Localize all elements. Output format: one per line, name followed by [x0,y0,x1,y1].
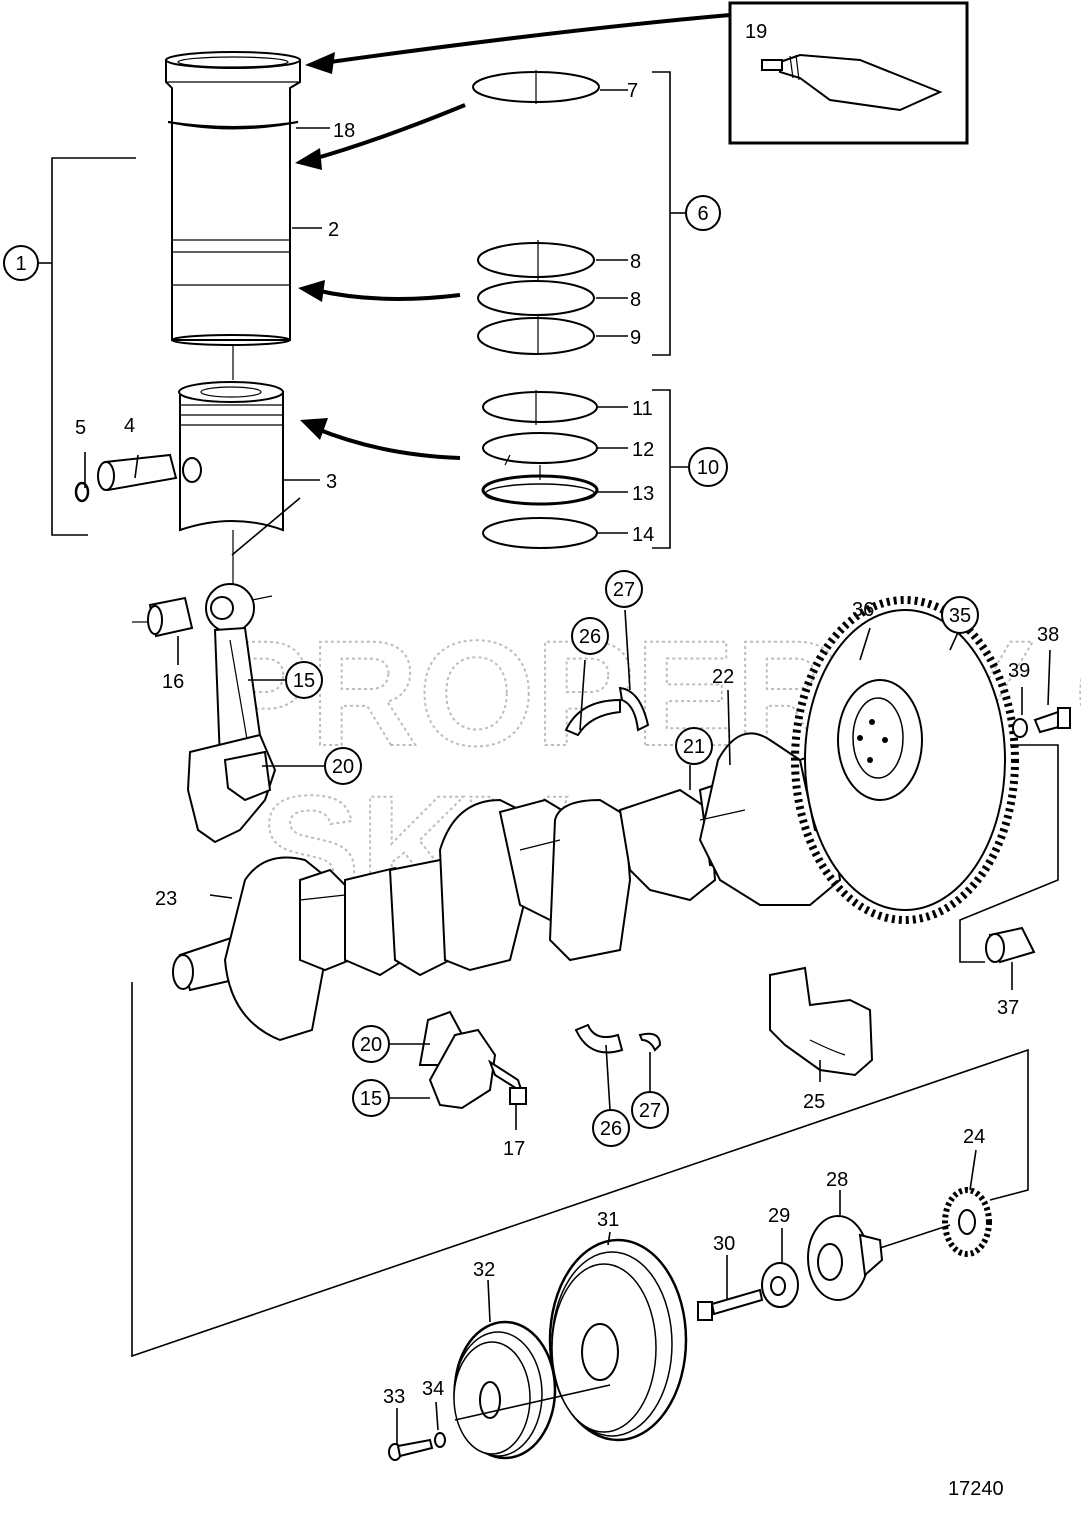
flywheel [791,596,1019,924]
circled-labels: 1 6 10 15 20 26 27 21 35 20 15 26 27 [3,195,979,1147]
bracket-1 [38,157,136,536]
callout-26a: 26 [579,626,601,648]
main-pulley [548,1238,688,1442]
label-36: 36 [852,599,874,621]
label-9: 9 [630,327,641,349]
spacer-ring [761,1262,799,1308]
callout-1: 1 [15,253,26,275]
bracket-10 [652,389,688,549]
bracket-37 [959,744,1059,963]
label-30: 30 [713,1233,735,1255]
rod-cap-bottom [418,1010,527,1110]
callout-35: 35 [949,605,971,627]
pilot-bushing [985,926,1036,964]
main-bearing-cap [769,966,874,1077]
callout-10: 10 [697,457,719,479]
shaft-line [879,1224,951,1249]
label-33: 33 [383,1386,405,1408]
bracket-front-end [131,982,1029,1358]
sealant-tube-inset [728,1,969,145]
label-17: 17 [503,1138,525,1160]
label-8b: 8 [630,289,641,311]
timing-gear [942,1187,992,1257]
label-24: 24 [963,1126,985,1148]
label-4: 4 [124,415,135,437]
label-31: 31 [597,1209,619,1231]
label-23: 23 [155,888,177,910]
oil-rings [481,390,599,549]
callout-20a: 20 [332,756,354,778]
vibration-damper-hub [807,1215,884,1301]
compression-rings [472,70,600,355]
label-37: 37 [997,997,1019,1019]
callout-6: 6 [697,203,708,225]
callout-15a: 15 [293,670,315,692]
label-11: 11 [632,398,653,420]
label-5: 5 [75,417,86,439]
pulley-bolt-front [388,1432,446,1461]
main-bearing-shells-bottom [574,1023,662,1054]
connecting-rod [132,583,277,844]
flywheel-bolt [1012,707,1071,738]
callout-15b: 15 [360,1088,382,1110]
label-25: 25 [803,1091,825,1113]
label-14: 14 [632,524,654,546]
label-8a: 8 [630,251,641,273]
label-28: 28 [826,1169,848,1191]
part-labels: 19 7 18 2 8 8 9 11 12 13 14 3 4 5 16 23 … [75,21,1059,1500]
arrow-19 [305,13,731,74]
callout-20b: 20 [360,1034,382,1056]
piston-pin [74,453,178,503]
pulley-line [454,1384,611,1421]
label-22: 22 [712,666,734,688]
bracket-6 [652,71,686,356]
callout-27a: 27 [613,579,635,601]
ring-arrows [295,103,466,460]
label-3: 3 [326,471,337,493]
figure-number: 17240 [948,1478,1004,1500]
label-18: 18 [333,120,355,142]
callout-26b: 26 [600,1118,622,1140]
secondary-pulley [453,1320,557,1460]
label-7: 7 [627,80,638,102]
piston [178,345,284,585]
leader-lines [84,89,1051,1445]
cylinder-liner [165,51,301,346]
pulley-bolt [697,1288,764,1321]
label-32: 32 [473,1259,495,1281]
label-12: 12 [632,439,654,461]
callout-21: 21 [683,736,705,758]
label-19: 19 [745,21,767,43]
label-34: 34 [422,1378,444,1400]
label-16: 16 [162,671,184,693]
label-2: 2 [328,219,339,241]
label-39: 39 [1008,660,1030,682]
label-13: 13 [632,483,654,505]
label-38: 38 [1037,624,1059,646]
callout-27b: 27 [639,1100,661,1122]
label-29: 29 [768,1205,790,1227]
